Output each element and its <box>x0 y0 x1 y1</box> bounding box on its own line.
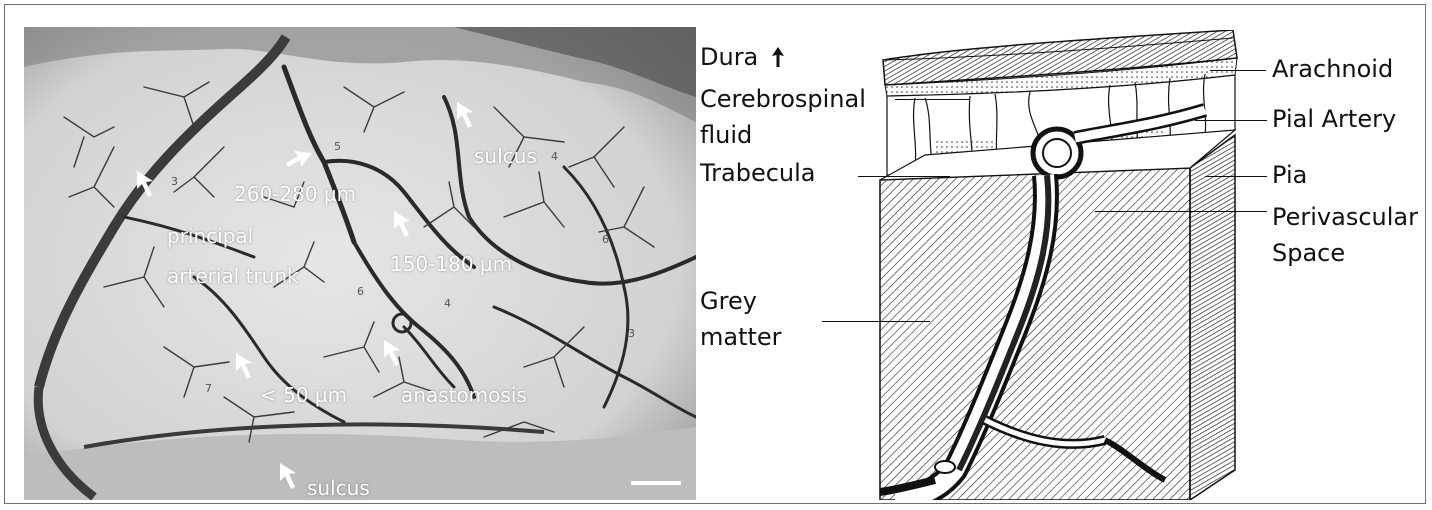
grey-matter-leader-line <box>822 321 930 322</box>
pial-artery-label: Pial Artery <box>1272 104 1396 134</box>
grey-matter-label-line2: matter <box>700 322 782 352</box>
diameter-50-label: < 50 µm <box>260 384 347 406</box>
diameter-150-180-label: 150-180 µm <box>390 253 512 275</box>
arrow-icon <box>455 100 477 130</box>
arrow-icon <box>234 351 256 381</box>
perivascular-leader-line <box>1095 211 1267 212</box>
trabecula-label: Trabecula <box>700 158 816 188</box>
arachnoid-leader-line <box>1210 70 1266 71</box>
perivascular-label-line2: Space <box>1272 238 1345 268</box>
cortex-photograph: 5 4 3 6 6 4 3 7 sulcus 260-280 µm princi… <box>24 27 696 500</box>
arrow-icon <box>382 338 404 368</box>
pia-label: Pia <box>1272 160 1307 190</box>
diameter-260-280-label: 260-280 µm <box>234 183 356 205</box>
svg-text:6: 6 <box>357 285 364 298</box>
up-arrow-icon <box>770 46 786 68</box>
pial-artery-leader-line <box>1195 120 1267 121</box>
sulcus-top-label: sulcus <box>474 145 537 167</box>
svg-text:4: 4 <box>444 297 451 310</box>
arrow-icon <box>278 461 300 491</box>
csf-label-line2: fluid <box>700 120 752 150</box>
csf-leader-line <box>895 99 970 100</box>
vessel-network: 5 4 3 6 6 4 3 7 <box>24 27 696 500</box>
dura-label: Dura <box>700 42 786 72</box>
anastomosis-label: anastomosis <box>401 384 527 406</box>
perivascular-drawing <box>875 30 1240 500</box>
trabecula-leader-line <box>858 176 950 177</box>
csf-label-line1: Cerebrospinal <box>700 84 866 114</box>
svg-text:5: 5 <box>334 140 341 153</box>
arterial-trunk-label: arterial trunk <box>167 265 299 287</box>
arrow-icon <box>392 209 414 239</box>
scale-bar <box>631 481 681 485</box>
grey-matter-label-line1: Grey <box>700 286 757 316</box>
principal-label: principal <box>167 225 253 247</box>
dura-label-text: Dura <box>700 43 758 71</box>
svg-text:7: 7 <box>205 382 212 395</box>
sulcus-bottom-label: sulcus <box>307 477 370 499</box>
pia-leader-line <box>1205 176 1267 177</box>
arrow-icon <box>135 169 157 199</box>
perivascular-label-line1: Perivascular <box>1272 202 1418 232</box>
svg-text:3: 3 <box>628 327 635 340</box>
svg-text:3: 3 <box>171 175 178 188</box>
arachnoid-label: Arachnoid <box>1272 54 1393 84</box>
arrow-icon <box>284 149 314 171</box>
svg-text:4: 4 <box>551 150 558 163</box>
svg-text:6: 6 <box>602 233 609 246</box>
meninges-illustration <box>875 30 1240 500</box>
